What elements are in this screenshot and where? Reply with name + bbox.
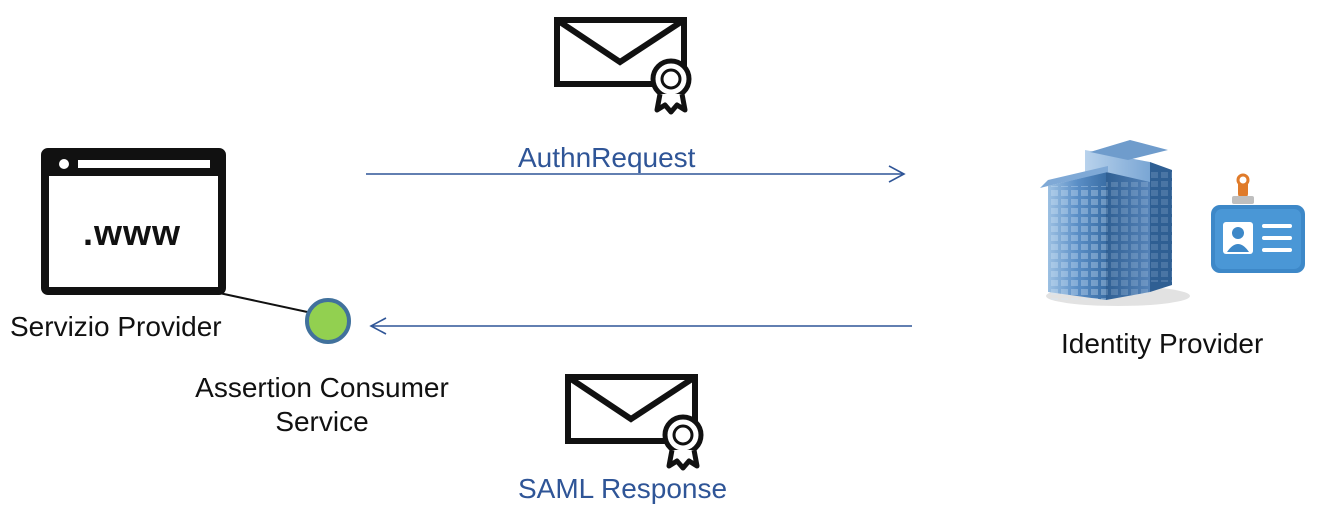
browser-url-text: .www <box>83 212 181 253</box>
signed-envelope-icon <box>554 17 692 115</box>
saml-response-arrow <box>369 317 912 335</box>
acs-connector-line <box>209 290 313 314</box>
assertion-consumer-service-node <box>305 298 351 344</box>
service-provider-label: Servizio Provider <box>10 311 222 342</box>
building-icon <box>1040 140 1190 306</box>
identity-provider-label: Identity Provider <box>1061 328 1264 359</box>
acs-label-line-2: Service <box>275 405 369 437</box>
saml-response-label: SAML Response <box>518 473 728 504</box>
id-badge-icon <box>1211 173 1305 273</box>
browser-window-icon <box>41 148 226 295</box>
acs-label-line-1: Assertion Consumer <box>195 372 449 403</box>
signed-envelope-icon <box>565 374 704 471</box>
browser-dot-icon <box>59 159 69 169</box>
authn-request-label: AuthnRequest <box>518 142 696 173</box>
assertion-consumer-service-label: Assertion Consumer Service <box>168 371 476 438</box>
authn-request-arrow <box>366 165 906 183</box>
